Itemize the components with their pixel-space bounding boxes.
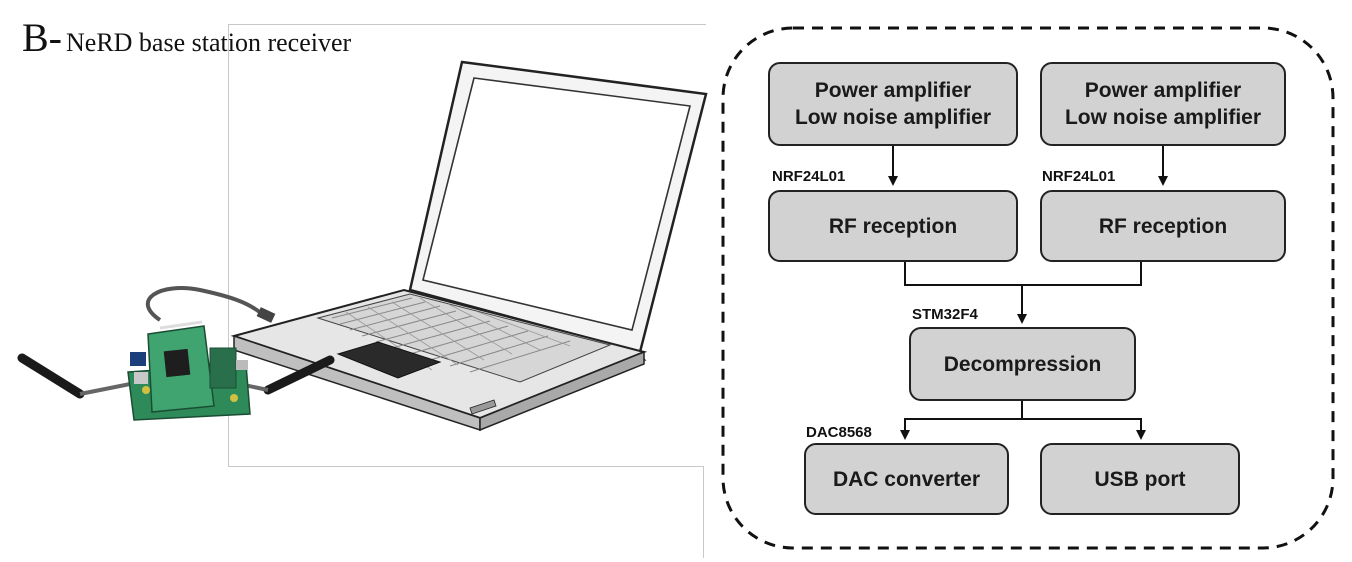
figure-title: B- NeRD base station receiver bbox=[22, 14, 351, 61]
receiver-board bbox=[17, 320, 335, 421]
chip-label-nrf-left: NRF24L01 bbox=[772, 168, 846, 185]
figure-letter: B- bbox=[22, 15, 62, 60]
receiver-boundary bbox=[721, 26, 1335, 550]
connector-rf-right bbox=[1022, 262, 1142, 286]
chip-label-nrf-right: NRF24L01 bbox=[1042, 168, 1116, 185]
box-rf-reception-right: RF reception bbox=[1040, 190, 1286, 262]
arrow-decompression-to-dac bbox=[900, 418, 1022, 440]
frame-line-left bbox=[228, 24, 229, 466]
box-amplifier-right: Power amplifier Low noise amplifier bbox=[1040, 62, 1286, 146]
box-usb-port: USB port bbox=[1040, 443, 1240, 515]
base-station-illustration bbox=[17, 60, 708, 432]
usb-cable bbox=[145, 286, 264, 322]
figure-title-text: NeRD base station receiver bbox=[66, 28, 352, 57]
usb-plug bbox=[256, 307, 276, 323]
box-dac-converter: DAC converter bbox=[804, 443, 1009, 515]
laptop-illustration bbox=[230, 60, 708, 432]
frame-line-right bbox=[703, 466, 704, 558]
box-amplifier-left: Power amplifier Low noise amplifier bbox=[768, 62, 1018, 146]
box-rf-reception-left: RF reception bbox=[768, 190, 1018, 262]
frame-line-bottom bbox=[228, 466, 704, 467]
arrow-decompression-to-usb bbox=[1022, 418, 1146, 440]
amplifier-right-line2: Low noise amplifier bbox=[1064, 106, 1262, 129]
frame-line-top bbox=[228, 24, 706, 25]
chip-label-stm: STM32F4 bbox=[912, 306, 978, 323]
box-decompression: Decompression bbox=[909, 327, 1136, 401]
amplifier-left-line2: Low noise amplifier bbox=[794, 106, 992, 129]
amplifier-left-line1: Power amplifier bbox=[814, 79, 972, 102]
amplifier-right-line1: Power amplifier bbox=[1084, 79, 1242, 102]
chip-label-dac: DAC8568 bbox=[806, 424, 872, 441]
connector-rf-left bbox=[904, 262, 1022, 286]
